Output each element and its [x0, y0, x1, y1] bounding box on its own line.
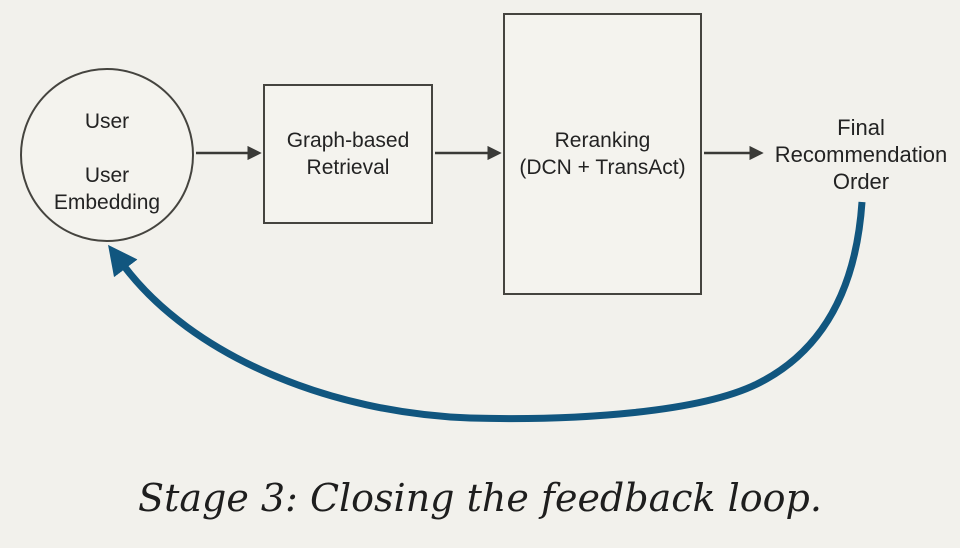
user-embedding-label: User Embedding: [53, 164, 161, 214]
user-label: User: [84, 110, 130, 133]
feedback-loop-arrow: [108, 201, 866, 423]
user-node: User User Embedding: [20, 68, 194, 242]
stage-caption: Stage 3: Closing the feedback loop.: [138, 476, 822, 520]
user-node-title: User: [85, 108, 129, 135]
reranking-label: Reranking (DCN + TransAct): [519, 129, 686, 179]
graph-retrieval-node: Graph-based Retrieval: [263, 84, 433, 224]
reranking-node: Reranking (DCN + TransAct): [503, 13, 702, 295]
final-recommendation-label: Final Recommendation Order: [774, 115, 948, 194]
graph-retrieval-label: Graph-based Retrieval: [286, 129, 410, 179]
